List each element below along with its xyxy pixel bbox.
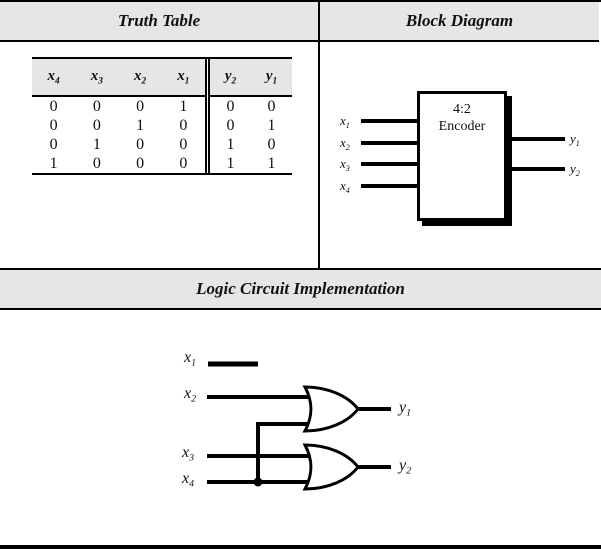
table-row: 1 1 [210, 154, 292, 173]
logic-circuit-drawing [207, 361, 391, 491]
block-diagram-title: Block Diagram [405, 11, 514, 30]
column-header-y2: y2 [224, 67, 237, 87]
table-cell: 1 [92, 135, 101, 153]
table-cell: 0 [226, 97, 235, 115]
table-cell: 0 [267, 135, 276, 153]
logic-circuit-section-header: Logic Circuit Implementation [0, 268, 601, 310]
truth-table: x4 x3 x2 x1 0 0 0 1 0 0 1 [32, 57, 292, 175]
column-header-x3: x3 [90, 67, 103, 87]
table-cell: 1 [267, 116, 276, 134]
table-cell: 0 [179, 116, 188, 134]
table-cell: 0 [49, 97, 58, 115]
encoder-box: 4:2 Encoder [417, 91, 507, 221]
block-output-label-y2: y2 [570, 161, 580, 178]
encoder-label-ratio: 4:2 [453, 102, 471, 117]
column-header-x1: x1 [177, 67, 190, 87]
truth-table-section-header: Truth Table [0, 2, 318, 42]
table-cell: 1 [226, 154, 235, 172]
block-input-wire-x2 [361, 141, 419, 145]
table-cell: 0 [49, 135, 58, 153]
truth-table-output-columns: y2 y1 0 0 0 1 1 0 [205, 59, 292, 173]
junction-dot [253, 477, 263, 487]
table-cell: 1 [226, 135, 235, 153]
table-cell: 0 [92, 116, 101, 134]
table-row: 0 1 [210, 116, 292, 135]
circuit-input-label-x2: x2 [184, 385, 197, 405]
bottom-border-rule [0, 545, 601, 549]
table-cell: 1 [136, 116, 145, 134]
truth-table-header-row: y2 y1 [210, 59, 292, 97]
table-row: 0 0 0 1 [32, 97, 205, 116]
table-cell: 0 [179, 135, 188, 153]
table-cell: 1 [49, 154, 58, 172]
table-cell: 1 [179, 97, 188, 115]
block-input-label-x3: x3 [340, 156, 350, 173]
table-row: 0 0 1 0 [32, 116, 205, 135]
block-input-label-x1: x1 [340, 113, 350, 130]
table-cell: 0 [179, 154, 188, 172]
circuit-output-label-y1: y1 [399, 399, 412, 419]
block-input-label-x4: x4 [340, 178, 350, 195]
encoder-label-name: Encoder [438, 119, 486, 134]
truth-table-column: Truth Table x4 x3 x2 x1 0 0 0 1 [0, 2, 320, 268]
column-header-x2: x2 [134, 67, 147, 87]
table-cell: 0 [92, 97, 101, 115]
column-header-y1: y1 [265, 67, 278, 87]
circuit-input-label-x3: x3 [182, 444, 195, 464]
circuit-input-label-x1: x1 [184, 349, 197, 369]
or-gate-y2 [302, 443, 360, 491]
block-input-wire-x4 [361, 184, 419, 188]
block-output-label-y1: y1 [570, 131, 580, 148]
table-row: 0 1 0 0 [32, 135, 205, 154]
table-cell: 0 [267, 97, 276, 115]
block-diagram-column: Block Diagram x1 x2 x3 x4 4:2 Encoder [320, 2, 599, 268]
table-cell: 0 [92, 154, 101, 172]
block-diagram-section-header: Block Diagram [320, 2, 599, 42]
circuit-output-label-y2: y2 [399, 457, 412, 477]
table-row: 0 0 [210, 97, 292, 116]
block-input-wire-x3 [361, 162, 419, 166]
truth-table-title: Truth Table [117, 11, 201, 30]
table-cell: 0 [136, 154, 145, 172]
circuit-input-label-x4: x4 [182, 470, 195, 490]
table-cell: 0 [226, 116, 235, 134]
block-output-wire-y1 [512, 137, 565, 141]
block-input-label-x2: x2 [340, 135, 350, 152]
table-row: 1 0 0 0 [32, 154, 205, 173]
table-cell: 0 [136, 135, 145, 153]
block-output-wire-y2 [512, 167, 565, 171]
table-cell: 0 [136, 97, 145, 115]
table-row: 1 0 [210, 135, 292, 154]
block-diagram: x1 x2 x3 x4 4:2 Encoder y1 y2 [320, 42, 599, 270]
truth-table-input-columns: x4 x3 x2 x1 0 0 0 1 0 0 1 [32, 59, 205, 173]
column-header-x4: x4 [47, 67, 60, 87]
table-cell: 1 [267, 154, 276, 172]
top-section: Truth Table x4 x3 x2 x1 0 0 0 1 [0, 0, 601, 268]
or-gate-y1 [302, 385, 360, 433]
truth-table-header-row: x4 x3 x2 x1 [32, 59, 205, 97]
table-cell: 0 [49, 116, 58, 134]
logic-circuit-title: Logic Circuit Implementation [196, 279, 405, 298]
block-input-wire-x1 [361, 119, 419, 123]
